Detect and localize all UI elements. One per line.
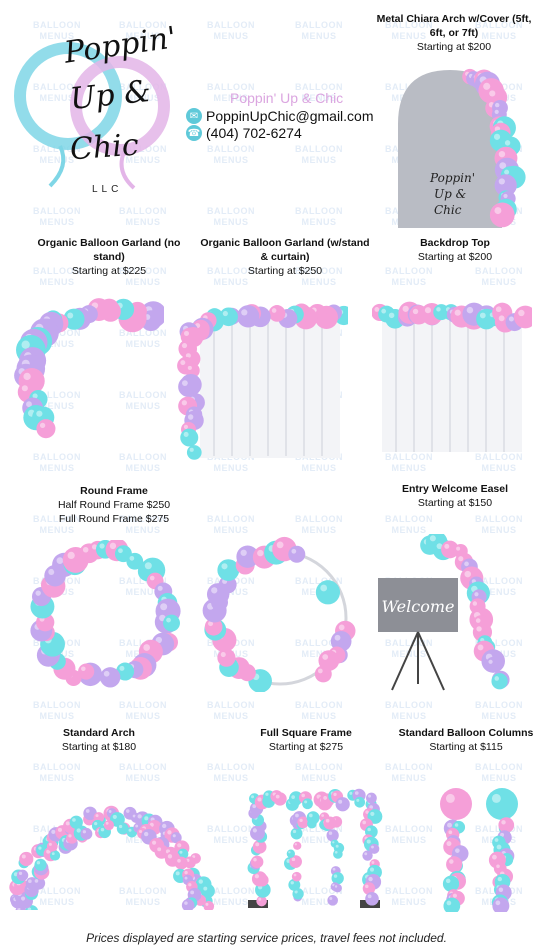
item-square-frame: Full Square Frame Starting at $275 [226, 726, 386, 754]
item-price: Starting at $275 [268, 741, 344, 753]
item-garland-no-stand: Organic Balloon Garland (no stand) Start… [24, 236, 194, 278]
email-row[interactable]: ✉ PoppinUpChic@gmail.com [186, 108, 374, 124]
item-price: Starting at $115 [429, 741, 503, 753]
svg-text:Poppin': Poppin' [429, 171, 475, 185]
item-backdrop-top: Backdrop Top Starting at $200 [380, 236, 530, 264]
item-price: Starting at $150 [417, 497, 493, 509]
item-price: Starting at $225 [71, 265, 147, 277]
item-title: Round Frame [80, 485, 148, 497]
item-easel: Entry Welcome Easel Starting at $150 [380, 482, 530, 510]
item-title: Metal Chiara Arch w/Cover (5ft, 6ft, or … [376, 13, 532, 39]
easel-image: Welcome [372, 534, 532, 702]
item-price-full: Full Round Frame $275 [58, 513, 170, 525]
item-title: Full Square Frame [260, 727, 352, 739]
logo-text-line3: Chic [68, 127, 140, 168]
garland-stand-image [174, 296, 348, 464]
columns-image [430, 784, 530, 912]
logo-llc: LLC [92, 184, 123, 195]
square-frame-image [236, 778, 392, 912]
item-price: Starting at $180 [61, 741, 137, 753]
item-title: Entry Welcome Easel [401, 483, 509, 495]
brand-name: Poppin' Up & Chic [230, 90, 344, 106]
item-title: Standard Balloon Columns [398, 727, 533, 739]
item-standard-arch: Standard Arch Starting at $180 [24, 726, 174, 754]
phone-icon: ☎ [186, 125, 202, 141]
item-title: Organic Balloon Garland (no stand) [37, 237, 181, 263]
chiara-arch-image: Poppin' Up & Chic [392, 62, 530, 232]
footer-note: Prices displayed are starting service pr… [86, 931, 447, 945]
item-garland-stand: Organic Balloon Garland (w/stand & curta… [200, 236, 370, 278]
item-title: Organic Balloon Garland (w/stand & curta… [200, 237, 370, 263]
svg-text:Chic: Chic [434, 203, 462, 217]
item-price-half: Half Round Frame $250 [57, 499, 171, 511]
item-columns: Standard Balloon Columns Starting at $11… [396, 726, 533, 754]
item-chiara: Metal Chiara Arch w/Cover (5ft, 6ft, or … [372, 12, 533, 54]
email-icon: ✉ [186, 108, 202, 124]
round-frame-half-image [18, 540, 190, 696]
garland-no-stand-image [8, 296, 164, 448]
logo [8, 18, 180, 202]
svg-text:Up &: Up & [434, 187, 467, 201]
item-title: Backdrop Top [420, 237, 490, 249]
item-title: Standard Arch [63, 727, 135, 739]
item-round-frame: Round Frame Half Round Frame $250 Full R… [24, 484, 204, 526]
svg-text:Welcome: Welcome [382, 597, 455, 616]
phone-text: (404) 702-6274 [206, 125, 302, 141]
backdrop-top-image [372, 296, 532, 454]
item-price: Starting at $200 [416, 41, 492, 53]
phone-row[interactable]: ☎ (404) 702-6274 [186, 125, 302, 141]
round-frame-full-image [200, 536, 360, 692]
email-text: PoppinUpChic@gmail.com [206, 108, 374, 124]
item-price: Starting at $250 [247, 265, 323, 277]
standard-arch-image [6, 790, 216, 910]
item-price: Starting at $200 [417, 251, 493, 263]
